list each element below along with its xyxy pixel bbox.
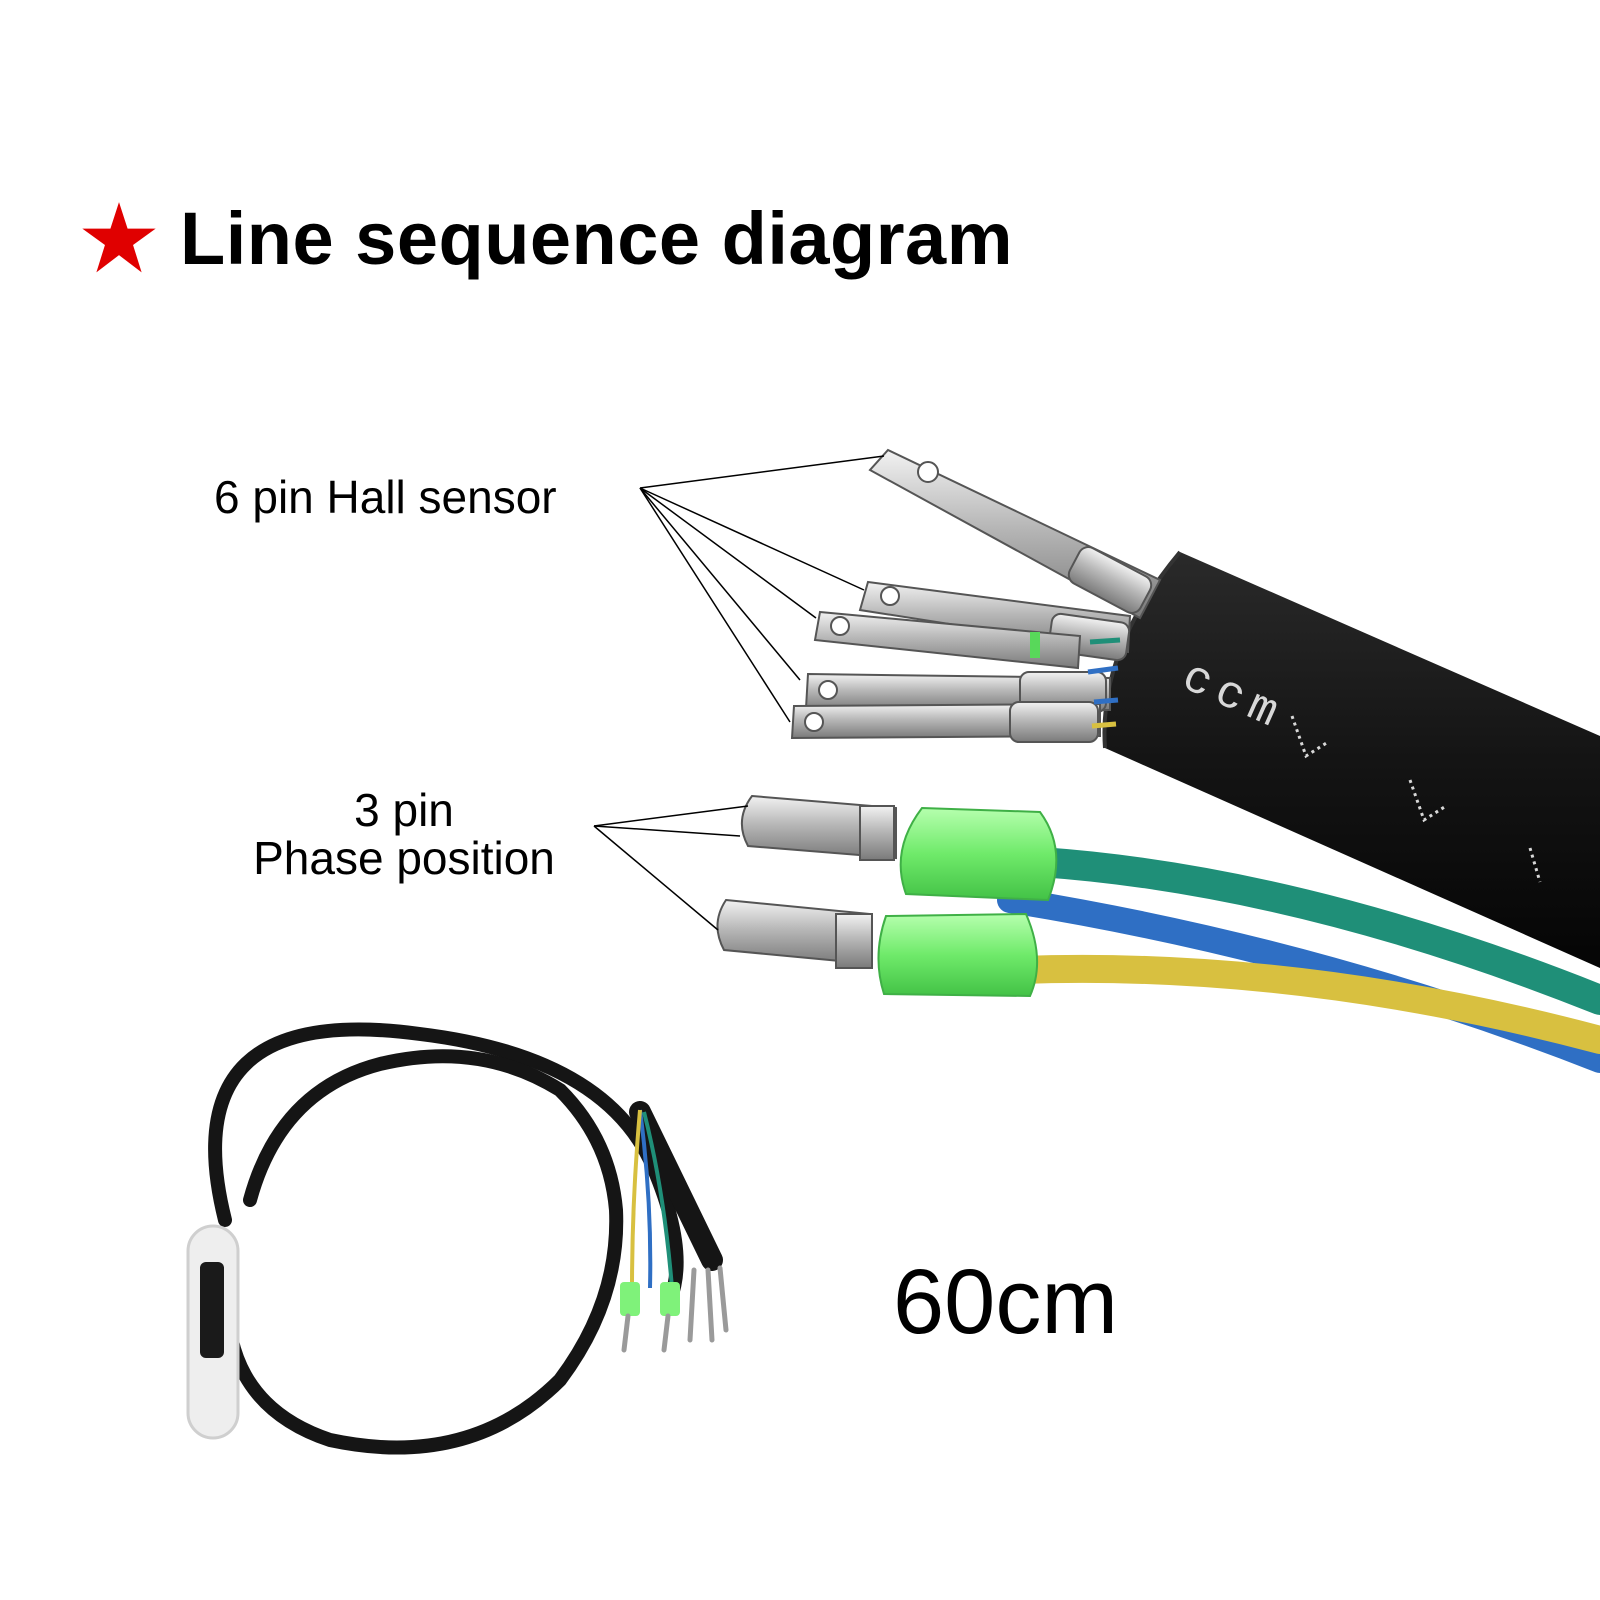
cable-length-label: 60cm <box>893 1251 1118 1353</box>
cable-product-photo <box>186 1022 729 1455</box>
hall-pin-5 <box>790 701 1101 743</box>
hall-sensor-pins <box>790 448 1162 743</box>
green-wire <box>1025 847 1600 1015</box>
phase-wires <box>997 847 1600 1073</box>
phase-connectors <box>716 794 1058 998</box>
star-icon <box>82 202 156 273</box>
phase-label-line1: 3 pin <box>354 784 454 836</box>
yellow-wire <box>1006 954 1600 1054</box>
phase-leader-lines <box>593 805 749 931</box>
hall-sensor-label: 6 pin Hall sensor <box>214 471 557 523</box>
phase-connector-upper <box>741 794 1058 902</box>
phase-label-line2: Phase position <box>253 832 555 884</box>
page-title: Line sequence diagram <box>80 188 1013 288</box>
hall-pin-1 <box>868 448 1162 620</box>
page-title-text: Line sequence diagram <box>180 196 1013 280</box>
phase-connector-lower <box>716 898 1039 998</box>
hall-pin-3 <box>813 610 1082 670</box>
cable-jacket: ccm <box>1102 550 1600 968</box>
hall-leader-lines <box>639 455 885 723</box>
phase-position-label: 3 pin Phase position <box>234 786 574 882</box>
